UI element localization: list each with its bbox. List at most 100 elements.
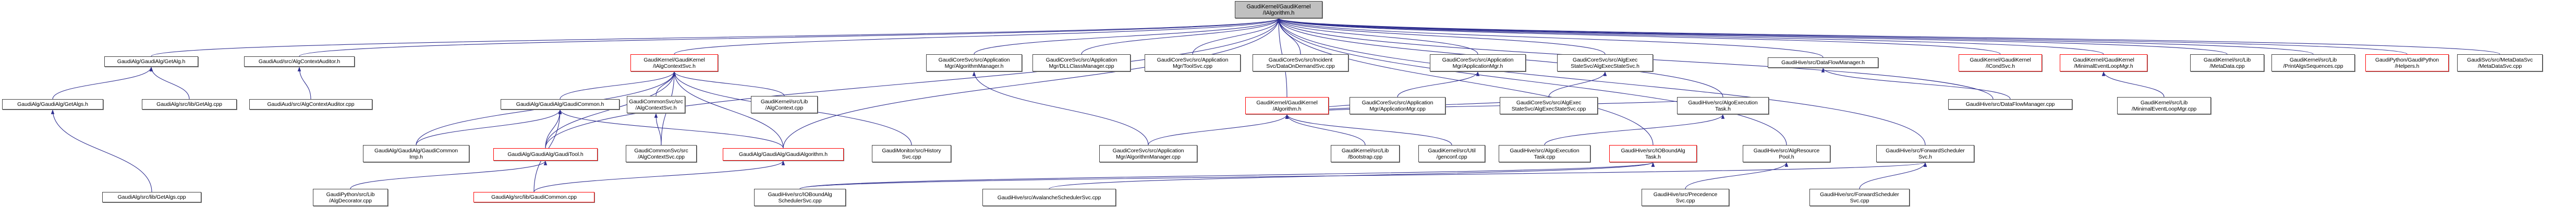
graph-node-label: GaudiKernel/GaudiKernel /IAlgorithm.h [1246,3,1311,16]
graph-edge [1277,18,2500,55]
graph-node-label: GaudiAlg/GaudiAlg/GaudiTool.h [507,151,584,158]
graph-edge [1548,71,1607,98]
graph-node[interactable]: GaudiKernel/src/Lib /Bootstrap.cpp [1331,145,1400,162]
graph-node[interactable]: GaudiAlg/GaudiAlg/GaudiAlgorithm.h [723,148,844,161]
graph-edge [299,18,1280,57]
graph-node-label: GaudiSvc/src/MetaDataSvc /MetaDataSvc.cp… [2467,56,2533,69]
graph-node-label: GaudiAlg/GaudiAlg/GaudiCommon.h [516,101,604,107]
graph-edge [297,66,311,100]
graph-node[interactable]: GaudiPython/src/Lib /AlgDecorator.cpp [313,189,388,206]
graph-node[interactable]: GaudiHive/src/AlgoExecution Task.cpp [1499,145,1590,162]
graph-node[interactable]: GaudiHive/src/DataFlowManager.h [1768,57,1878,68]
graph-edge [654,113,662,146]
graph-node[interactable]: GaudiSvc/src/MetaDataSvc /MetaDataSvc.cp… [2457,54,2543,71]
graph-node[interactable]: GaudiKernel/GaudiKernel /IAlgContextSvc.… [630,54,718,71]
graph-edge [655,71,676,97]
graph-node[interactable]: GaudiPython/GaudiPython /Helpers.h [2365,54,2449,71]
graph-node[interactable]: GaudiCoreSvc/src/Application Mgr/Applica… [1430,54,1526,71]
graph-node[interactable]: GaudiAlg/GaudiAlg/GetAlg.h [104,56,198,67]
graph-node[interactable]: GaudiAlg/src/lib/GaudiCommon.cpp [473,192,594,202]
graph-node[interactable]: GaudiKernel/src/Lib /AlgContext.cpp [751,96,818,113]
graph-node[interactable]: GaudiHive/src/ForwardScheduler Svc.cpp [1809,189,1910,206]
graph-node-label: GaudiPython/GaudiPython /Helpers.h [2375,56,2439,69]
graph-node-label: GaudiKernel/src/Util /genconf.cpp [1428,147,1476,160]
graph-edge [974,18,1281,55]
graph-node[interactable]: GaudiMonitor/src/History Svc.cpp [872,145,951,162]
graph-edge [1277,18,1926,146]
graph-node-label: GaudiKernel/src/Lib /Bootstrap.cpp [1341,147,1389,160]
graph-edge [1285,114,1452,146]
graph-node[interactable]: GaudiHive/src/DataFlowManager.cpp [1948,99,2072,110]
graph-edge [1277,18,1824,58]
graph-node-label: GaudiAud/src/AlgContextAuditor.h [258,58,341,65]
graph-node[interactable]: GaudiHive/src/AlgResource Pool.h [1743,145,1830,162]
graph-node[interactable]: GaudiKernel/GaudiKernel /Algorithm.h [1245,97,1329,114]
graph-node-label: GaudiCoreSvc/src/Application Mgr/Algorit… [938,56,1010,69]
graph-node[interactable]: GaudiKernel/GaudiKernel /ICondSvc.h [1959,54,2042,71]
graph-edge [674,18,1281,55]
graph-node-label: GaudiHive/src/AlgoExecution Task.cpp [1510,147,1579,160]
graph-edge [1685,162,1789,189]
graph-edge [1081,18,1281,55]
graph-node-label: GaudiHive/src/IOBoundAlg Task.h [1621,147,1685,160]
graph-edge [799,162,1655,189]
graph-node[interactable]: GaudiAlg/GaudiAlg/GaudiCommon.h [501,99,619,110]
graph-node[interactable]: GaudiKernel/src/Util /genconf.cpp [1418,145,1485,162]
graph-node[interactable]: GaudiCoreSvc/src/Application Mgr/DLLClas… [1032,54,1131,71]
graph-node[interactable]: GaudiCoreSvc/src/Application Mgr/Algorit… [1099,145,1197,162]
graph-node[interactable]: GaudiHive/src/Precedence Svc.cpp [1642,189,1729,206]
graph-edge [1397,71,1480,98]
graph-node[interactable]: GaudiAlg/src/lib/GetAlg.cpp [142,99,237,110]
graph-edge [1148,114,1289,146]
graph-edge [672,71,785,97]
graph-node[interactable]: GaudiHive/src/ForwardScheduler Svc.h [1876,145,1974,162]
graph-node[interactable]: GaudiCoreSvc/src/Incident Svc/DataOnDema… [1253,54,1348,71]
graph-root-node[interactable]: GaudiKernel/GaudiKernel /IAlgorithm.h [1235,1,1322,18]
graph-node[interactable]: GaudiKernel/src/Lib /MetaData.cpp [2190,54,2264,71]
graph-edge [545,18,1281,149]
graph-node-label: GaudiAlg/GaudiAlg/GaudiAlgorithm.h [739,151,828,158]
graph-node[interactable]: GaudiCoreSvc/src/Application Mgr/Applica… [1350,97,1445,114]
graph-node[interactable]: GaudiAud/src/AlgContextAuditor.h [244,56,355,67]
graph-node-label: GaudiHive/src/DataFlowManager.cpp [1965,101,2055,107]
graph-node[interactable]: GaudiHive/src/IOBoundAlg Task.h [1609,145,1697,162]
graph-node[interactable]: GaudiKernel/src/Lib /PrintAlgsSequences.… [2271,54,2355,71]
graph-node[interactable]: GaudiCoreSvc/src/AlgExec StateSvc/AlgExe… [1500,97,1598,114]
graph-node[interactable]: GaudiHive/src/AlgoExecution Task.h [1677,97,1769,114]
graph-edge [1285,114,1366,146]
graph-edge [1859,162,1927,189]
graph-edge [1277,18,1478,55]
graph-edge [1277,18,2001,55]
graph-edge [416,109,562,146]
graph-node[interactable]: GaudiAlg/GaudiAlg/GaudiCommon Imp.h [363,145,469,162]
graph-node-label: GaudiCoreSvc/src/AlgExec StateSvc/AlgExe… [1571,56,1639,69]
graph-edge [350,160,548,189]
graph-node[interactable]: GaudiKernel/src/Lib /MinimalEventLoopMgr… [2117,97,2211,114]
graph-node-label: GaudiHive/src/IOBoundAlg SchedulerSvc.cp… [768,191,832,204]
graph-node-label: GaudiKernel/GaudiKernel /Algorithm.h [1256,99,1318,112]
graph-node[interactable]: GaudiAud/src/AlgContextAuditor.cpp [249,99,372,110]
graph-node[interactable]: GaudiCommonSvc/src /AlgContextSvc.h [627,96,685,113]
graph-edge [783,18,1281,149]
graph-node-label: GaudiAlg/GaudiAlg/GaudiCommon Imp.h [374,147,458,160]
graph-edge [1277,18,1787,146]
graph-edge [533,160,785,192]
graph-node[interactable]: GaudiCoreSvc/src/Application Mgr/Algorit… [926,54,1022,71]
graph-node-label: GaudiAlg/GaudiAlg/GetAlgs.h [17,101,88,107]
graph-node[interactable]: GaudiCoreSvc/src/Application Mgr/ToolSvc… [1145,54,1241,71]
graph-node[interactable]: GaudiAlg/GaudiAlg/GetAlgs.h [2,99,103,110]
graph-node-label: GaudiAlg/src/lib/GaudiCommon.cpp [491,194,577,200]
graph-node[interactable]: GaudiHive/src/AvalancheSchedulerSvc.cpp [982,189,1116,206]
graph-node[interactable]: GaudiHive/src/IOBoundAlg SchedulerSvc.cp… [754,189,846,206]
graph-edge [1277,18,1301,55]
graph-node[interactable]: GaudiKernel/GaudiKernel /MinimalEventLoo… [2060,54,2147,71]
graph-node[interactable]: GaudiCoreSvc/src/AlgExec StateSvc/AlgExe… [1557,54,1653,71]
graph-node-label: GaudiCoreSvc/src/Application Mgr/ToolSvc… [1157,56,1229,69]
graph-node[interactable]: GaudiAlg/src/lib/GetAlgs.cpp [102,192,201,202]
graph-edge [799,162,1927,189]
graph-node-label: GaudiHive/src/AlgResource Pool.h [1753,147,1820,160]
graph-node[interactable]: GaudiAlg/GaudiAlg/GaudiTool.h [493,148,598,161]
graph-edge [560,71,676,100]
graph-node[interactable]: GaudiCommonSvc/src /AlgContextSvc.cpp [626,145,697,162]
